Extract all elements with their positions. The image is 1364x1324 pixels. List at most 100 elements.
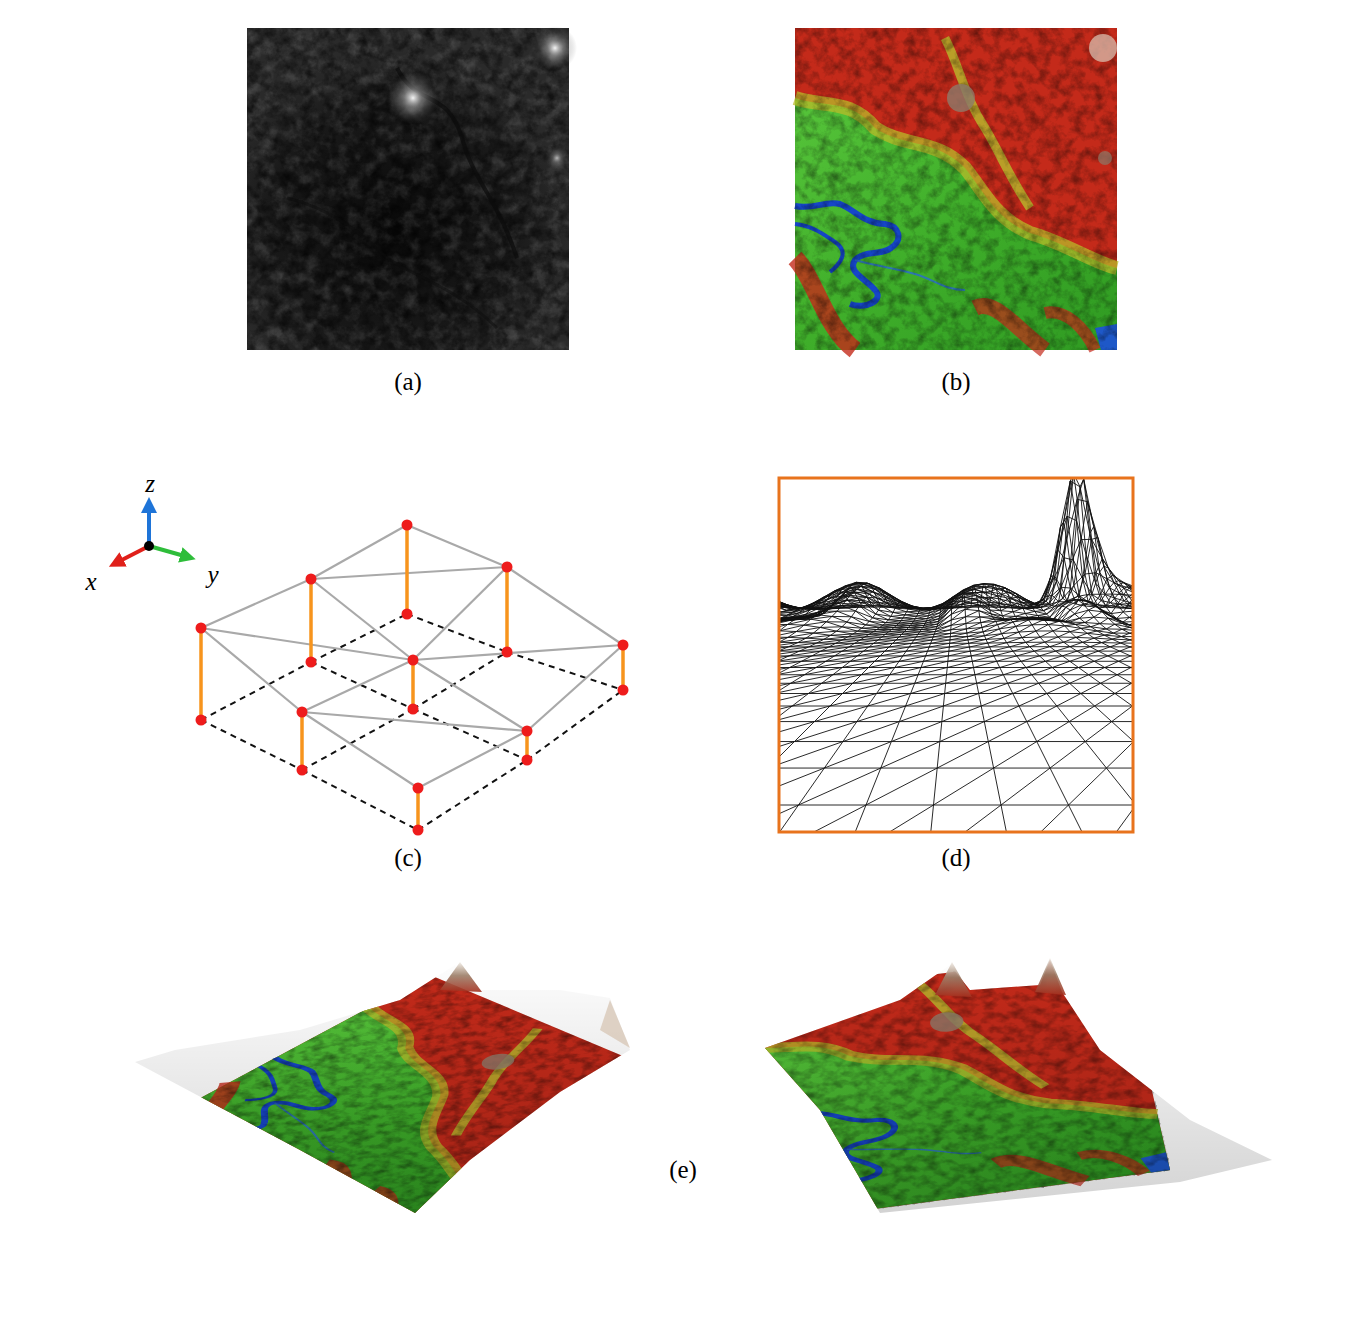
wire-line <box>1096 583 1102 600</box>
wire-line <box>1004 616 1015 619</box>
wire-line <box>1061 587 1067 601</box>
wire-line <box>993 587 1002 594</box>
mesh-edge <box>418 731 527 788</box>
wire-line <box>1110 603 1115 607</box>
wire-line <box>1061 610 1070 622</box>
wire-line <box>1013 683 1039 693</box>
wire-line <box>1111 590 1133 832</box>
vertex-dot <box>408 704 419 715</box>
wire-line <box>973 585 983 587</box>
wire-line <box>1069 706 1094 722</box>
height-post <box>199 628 203 720</box>
wire-line <box>899 621 914 623</box>
wire-line <box>1038 614 1047 615</box>
axis-triad <box>116 505 188 563</box>
wire-line <box>968 636 985 640</box>
wire-line <box>932 605 942 607</box>
wire-line <box>1083 638 1094 642</box>
wire-line <box>838 588 852 590</box>
wire-line <box>1031 603 1038 605</box>
wire-line <box>842 592 855 594</box>
wire-line <box>1124 583 1129 586</box>
wire-line <box>1017 617 1027 618</box>
wire-line <box>1051 550 1058 578</box>
vertex-dot <box>196 623 207 634</box>
wire-line <box>1036 604 1043 606</box>
wire-line <box>1106 624 1114 629</box>
wire-line <box>1079 661 1095 667</box>
wire-line <box>851 617 869 622</box>
wire-line <box>1100 618 1108 623</box>
mesh-edge <box>507 567 623 645</box>
wire-line <box>947 661 972 667</box>
wire-line <box>779 582 874 832</box>
wire-line <box>885 632 904 634</box>
wire-line <box>1048 576 1055 586</box>
wire-line <box>962 601 971 603</box>
wire-line <box>808 683 852 693</box>
wire-line <box>1001 768 1050 805</box>
wire-line <box>947 668 974 675</box>
height-post <box>411 660 415 709</box>
wire-line <box>869 661 900 667</box>
wire-line <box>953 601 963 602</box>
wire-line <box>1121 640 1130 643</box>
wire-line <box>990 643 1007 647</box>
wire-line <box>779 478 1133 608</box>
wire-line <box>976 592 987 593</box>
wire-line <box>1027 706 1057 722</box>
wire-line <box>989 605 997 607</box>
wire-line <box>779 805 799 832</box>
wire-line <box>948 651 970 656</box>
wire-line <box>1076 633 1087 637</box>
wire-line <box>1026 661 1045 667</box>
wire-line <box>1050 742 1085 769</box>
wire-line <box>984 584 993 587</box>
panel-label: (e) <box>669 1157 697 1182</box>
wire-line <box>788 619 811 624</box>
wire-line <box>830 694 877 706</box>
heightmap-image <box>247 26 577 350</box>
wire-line <box>826 621 846 622</box>
wire-line <box>943 606 953 608</box>
wire-line <box>1117 612 1124 618</box>
wire-line <box>998 606 1006 608</box>
mesh-edge <box>302 660 413 712</box>
wire-line <box>950 640 968 643</box>
wire-line <box>991 598 999 604</box>
wire-line <box>1048 621 1059 624</box>
color-map-image <box>795 28 1117 350</box>
wire-line <box>952 591 962 597</box>
wire-line <box>973 589 982 592</box>
wire-line <box>873 618 889 620</box>
wire-line <box>1041 575 1133 832</box>
wire-line <box>806 635 831 638</box>
wire-line <box>879 602 890 606</box>
wire-line <box>779 661 802 667</box>
wire-line <box>1104 612 1111 614</box>
wire-line <box>901 619 915 621</box>
wire-line <box>799 768 881 805</box>
wire-line <box>1113 575 1119 580</box>
wire-line <box>949 647 970 651</box>
wire-line <box>932 637 950 640</box>
wire-line <box>831 634 853 635</box>
wire-line <box>934 630 951 634</box>
wire-line <box>1030 642 1045 647</box>
wire-line <box>1050 642 1064 647</box>
base-grid-line <box>311 614 407 662</box>
wire-line <box>1028 616 1038 618</box>
wire-line <box>858 598 870 602</box>
wire-line <box>869 643 893 647</box>
wire-line <box>891 615 905 616</box>
vertex-dot <box>618 685 629 696</box>
wire-line <box>824 742 891 769</box>
wire-line <box>878 637 899 640</box>
wire-line <box>982 621 996 627</box>
wire-line <box>832 616 851 617</box>
wire-line <box>1106 606 1111 608</box>
wire-line <box>928 647 950 651</box>
wire-line <box>1085 722 1111 742</box>
wire-line <box>850 656 880 661</box>
